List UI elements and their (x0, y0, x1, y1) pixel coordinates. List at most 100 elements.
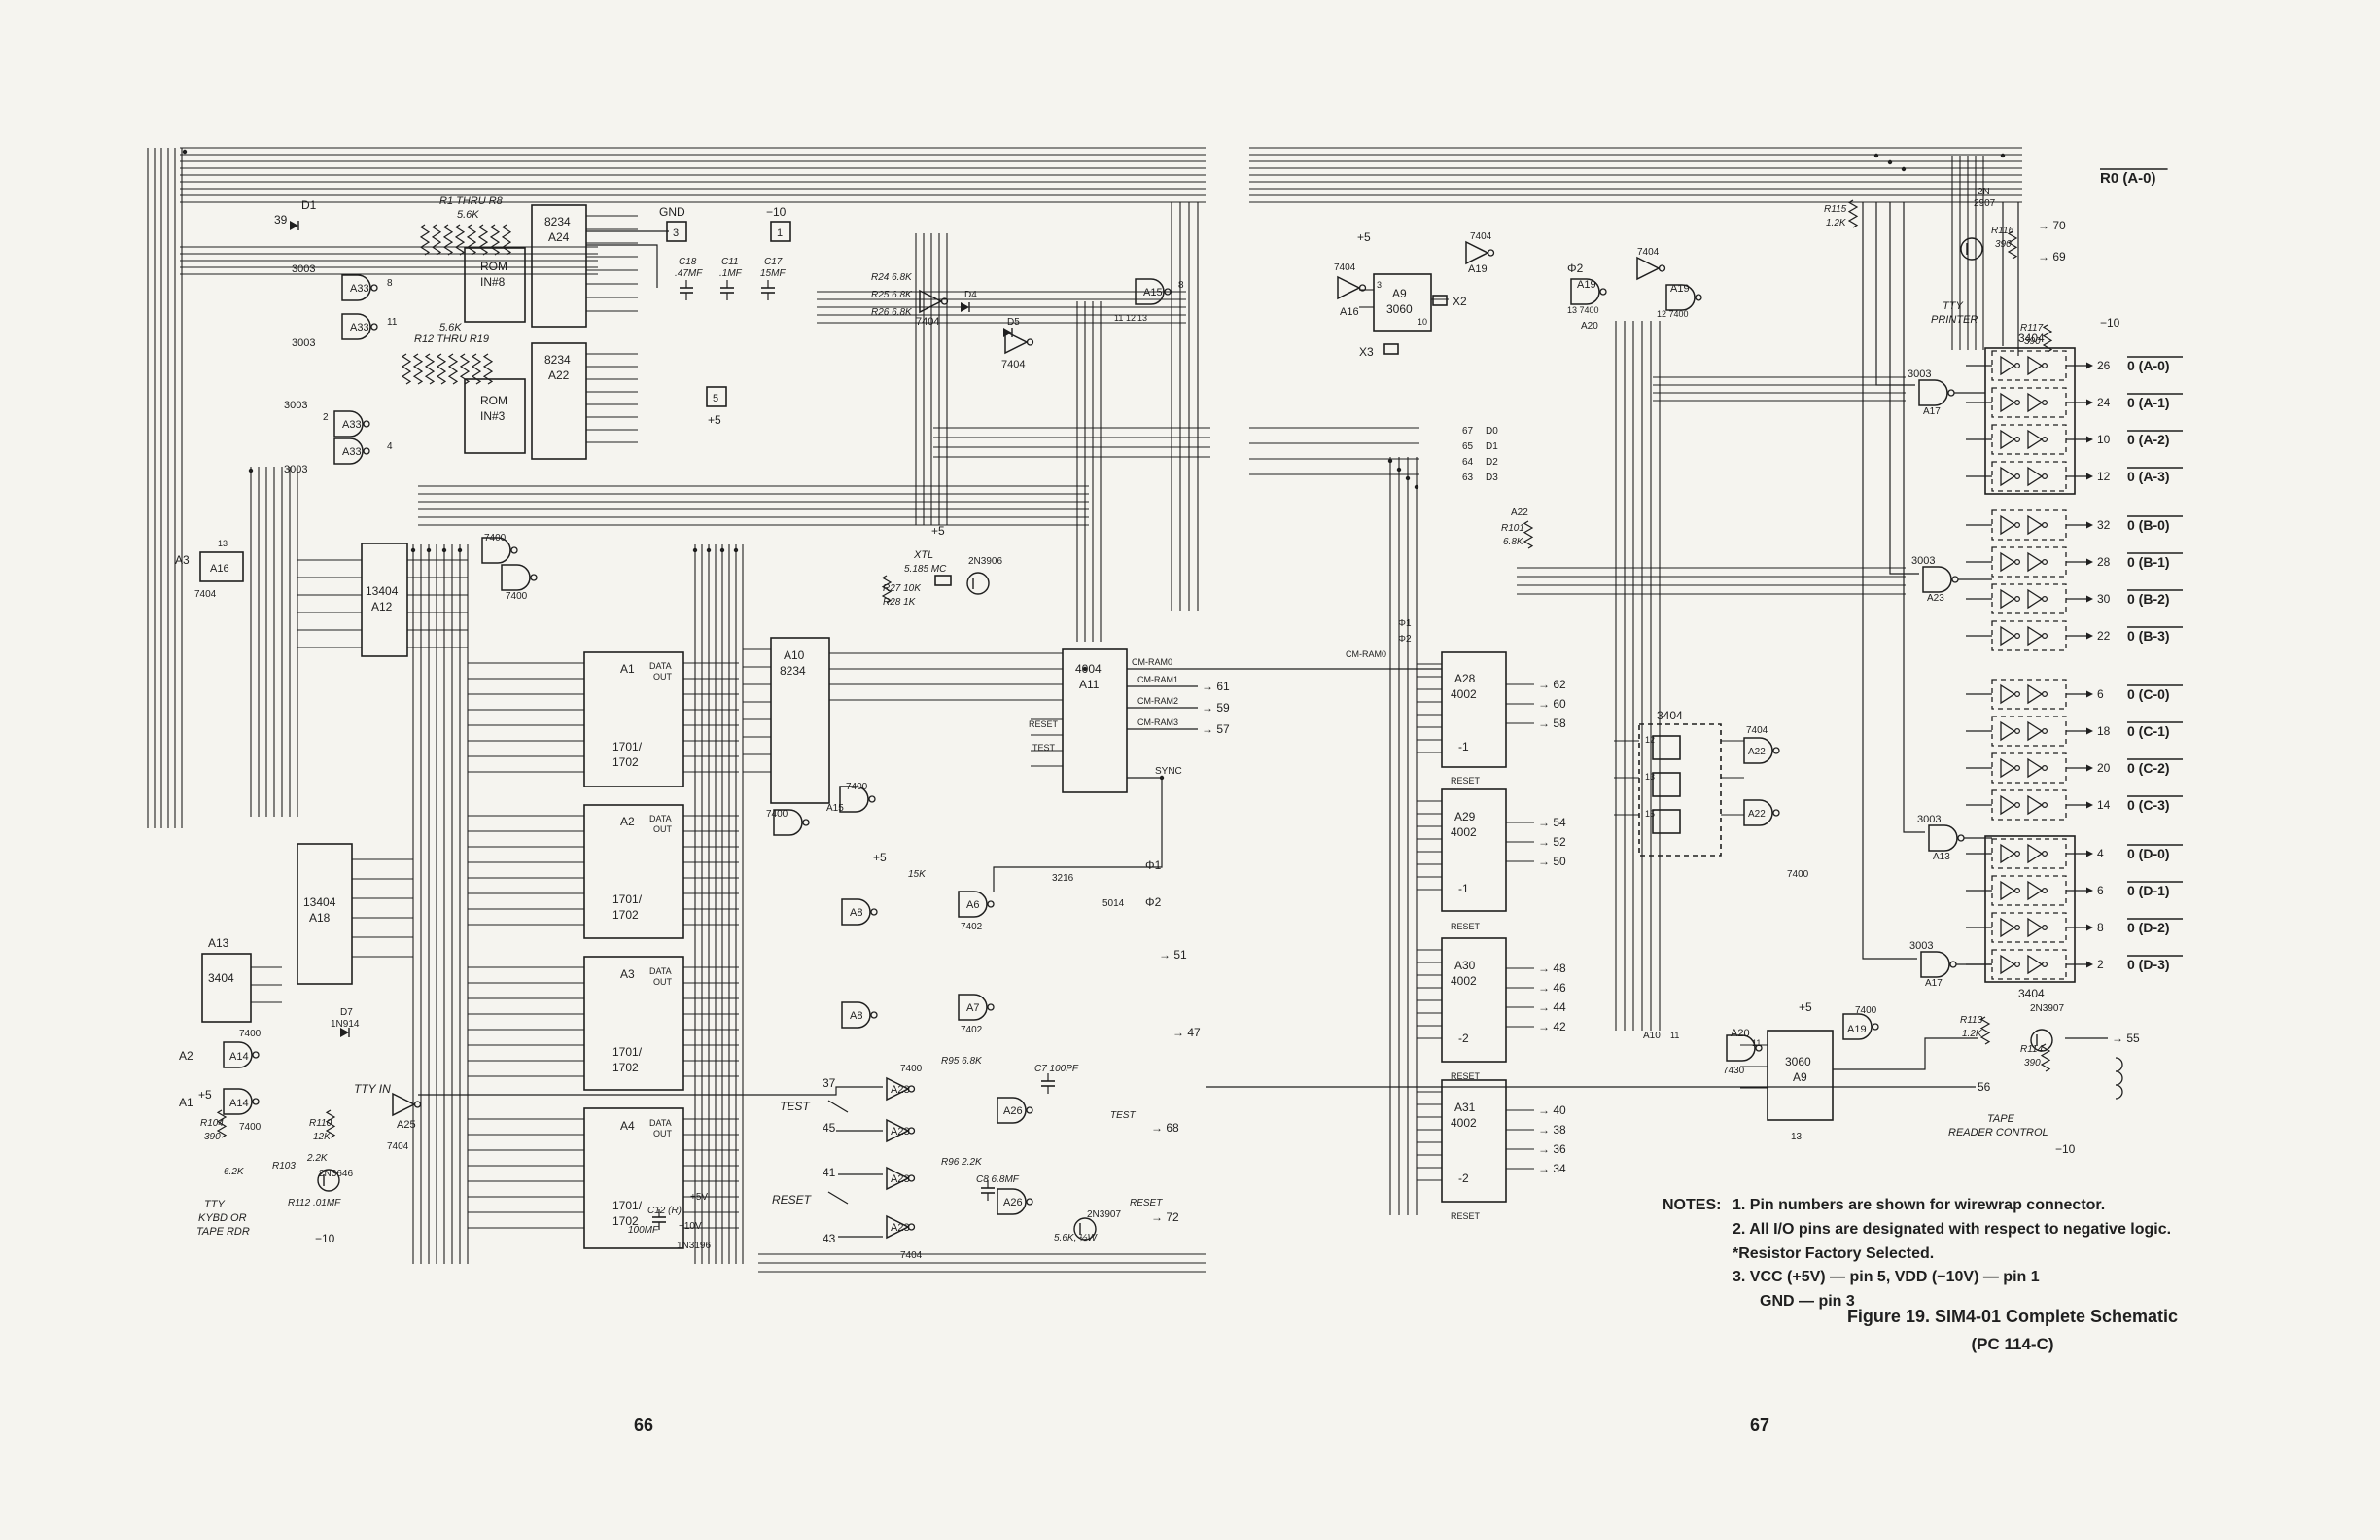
schematic-label: D5 (1007, 317, 1020, 328)
schematic-label: A7 (966, 1002, 979, 1014)
inverter-gate-icon (2027, 466, 2044, 487)
output-pin-number: 4 (2097, 847, 2104, 860)
nand-gate-icon (223, 1088, 253, 1115)
inverter-bubble-icon (2014, 363, 2021, 369)
inverter-gate-icon (2027, 514, 2044, 536)
resistor-icon (442, 224, 454, 256)
schematic-label: 11 (387, 317, 398, 328)
resistor-icon (325, 1109, 336, 1138)
output-signal-label: 0 (A-3) (2127, 469, 2170, 484)
schematic-label: 67 (1462, 426, 1474, 437)
schematic-label: RESET (1029, 719, 1059, 729)
schematic-label: PRINTER (1931, 314, 1978, 326)
wire (1889, 202, 1919, 575)
schematic-label: → 70 (2038, 219, 2066, 232)
inverter-gate-icon (2000, 757, 2016, 779)
schematic-label: 5.6K (457, 209, 479, 221)
schematic-label: TTY IN (354, 1082, 391, 1096)
schematic-label: 3003 (1908, 368, 1931, 380)
inverter-bubble-icon (2042, 473, 2048, 480)
schematic-label: .47MF (675, 268, 703, 279)
inverter-bubble-icon (2042, 727, 2048, 734)
schematic-label: +5 (1799, 1000, 1812, 1014)
ic-box (1638, 723, 1722, 857)
schematic-label: 7400 (239, 1122, 262, 1133)
note-item: GND — pin 3 (1760, 1293, 1855, 1311)
gate-bubble-icon (987, 1003, 995, 1011)
gate-bubble-icon (1951, 576, 1959, 583)
schematic-label: 11 (1670, 1031, 1679, 1040)
schematic-label: −10 (2100, 316, 2120, 330)
inverter-gate-icon (1636, 256, 1661, 281)
junction-dot (733, 547, 739, 553)
gate-bubble-icon (370, 284, 378, 292)
schematic-label: R24 6.8K (871, 272, 913, 283)
ic-box (770, 221, 791, 242)
schematic-label: 3216 (1052, 873, 1074, 884)
output-driver-box (1991, 583, 2067, 614)
schematic-label: OUT (653, 672, 673, 682)
schematic-label: A15 (1143, 287, 1163, 298)
schematic-label: 64 (1462, 457, 1474, 468)
output-signal-label: 0 (C-2) (2127, 760, 2170, 776)
schematic-label: +5 (198, 1088, 212, 1102)
output-signal-label: 0 (D-0) (2127, 846, 2170, 861)
schematic-label: 37 (822, 1076, 836, 1090)
schematic-label: 7404 (387, 1141, 409, 1152)
ic-box (1062, 648, 1128, 793)
gate-bubble-icon (870, 908, 878, 916)
schematic-label: → 55 (2112, 1032, 2140, 1045)
schematic-label: 7404 (1334, 262, 1356, 273)
schematic-label: RESET (772, 1193, 813, 1207)
inverter-bubble-icon (1026, 338, 1034, 346)
inverter-bubble-icon (1487, 249, 1495, 257)
schematic-label: A23 (1927, 593, 1944, 604)
wire (586, 244, 658, 288)
output-pin-number: 22 (2097, 629, 2111, 643)
schematic-label: 1701/ (612, 892, 643, 906)
wire (1862, 202, 1917, 960)
note-item: 2. All I/O pins are designated with resp… (1732, 1220, 2172, 1238)
nand-gate-icon (333, 438, 364, 465)
schematic-label: D7 (340, 1007, 353, 1018)
schematic-label: 13 (1791, 1132, 1802, 1142)
junction-dot (1887, 159, 1893, 165)
schematic-label: READER CONTROL (1948, 1127, 2048, 1138)
schematic-label: -2 (1458, 1172, 1469, 1185)
schematic-label: → 54 (1538, 816, 1566, 829)
schematic-label: A2 (179, 1049, 193, 1063)
schematic-label: 2N3907 (2030, 1003, 2064, 1014)
schematic-label: 13 7400 (1567, 305, 1599, 315)
schematic-label: IN#8 (480, 275, 506, 289)
schematic-label: R112 .01MF (288, 1198, 341, 1208)
inverter-bubble-icon (2014, 887, 2021, 893)
schematic-label: 13 (218, 539, 228, 548)
schematic-label: 390 (204, 1132, 221, 1142)
schematic-label: A10 (784, 648, 805, 662)
schematic-label: A13 (208, 936, 229, 950)
schematic-label: 3003 (292, 337, 315, 349)
output-signal-label: 0 (D-2) (2127, 920, 2170, 935)
schematic-label: A33 (350, 283, 369, 295)
schematic-label: RESET (1451, 922, 1481, 931)
connector-arrow-icon (2086, 887, 2093, 894)
schematic-label: 5014 (1102, 898, 1125, 909)
schematic-label: R113 (1960, 1015, 1983, 1026)
schematic-label: Φ1 (1145, 858, 1162, 872)
schematic-label: .1MF (719, 268, 743, 279)
schematic-label: X3 (1359, 345, 1374, 359)
ic-box (1441, 937, 1507, 1063)
schematic-label: SYNC (1155, 766, 1182, 777)
schematic-label: → 72 (1151, 1210, 1179, 1224)
schematic-label: KYBD OR (198, 1212, 247, 1224)
inverter-gate-icon (2027, 392, 2044, 413)
output-pin-number: 6 (2097, 687, 2104, 701)
inverter-gate-icon (1465, 240, 1489, 265)
schematic-label: 1701/ (612, 1199, 643, 1212)
inverter-bubble-icon (2042, 924, 2048, 930)
schematic-label: 7404 (1637, 247, 1660, 258)
schematic-label: 3003 (1917, 814, 1941, 825)
schematic-label: IN#3 (480, 409, 506, 423)
output-driver-box (1991, 350, 2067, 381)
schematic-label: A23 (891, 1222, 910, 1234)
